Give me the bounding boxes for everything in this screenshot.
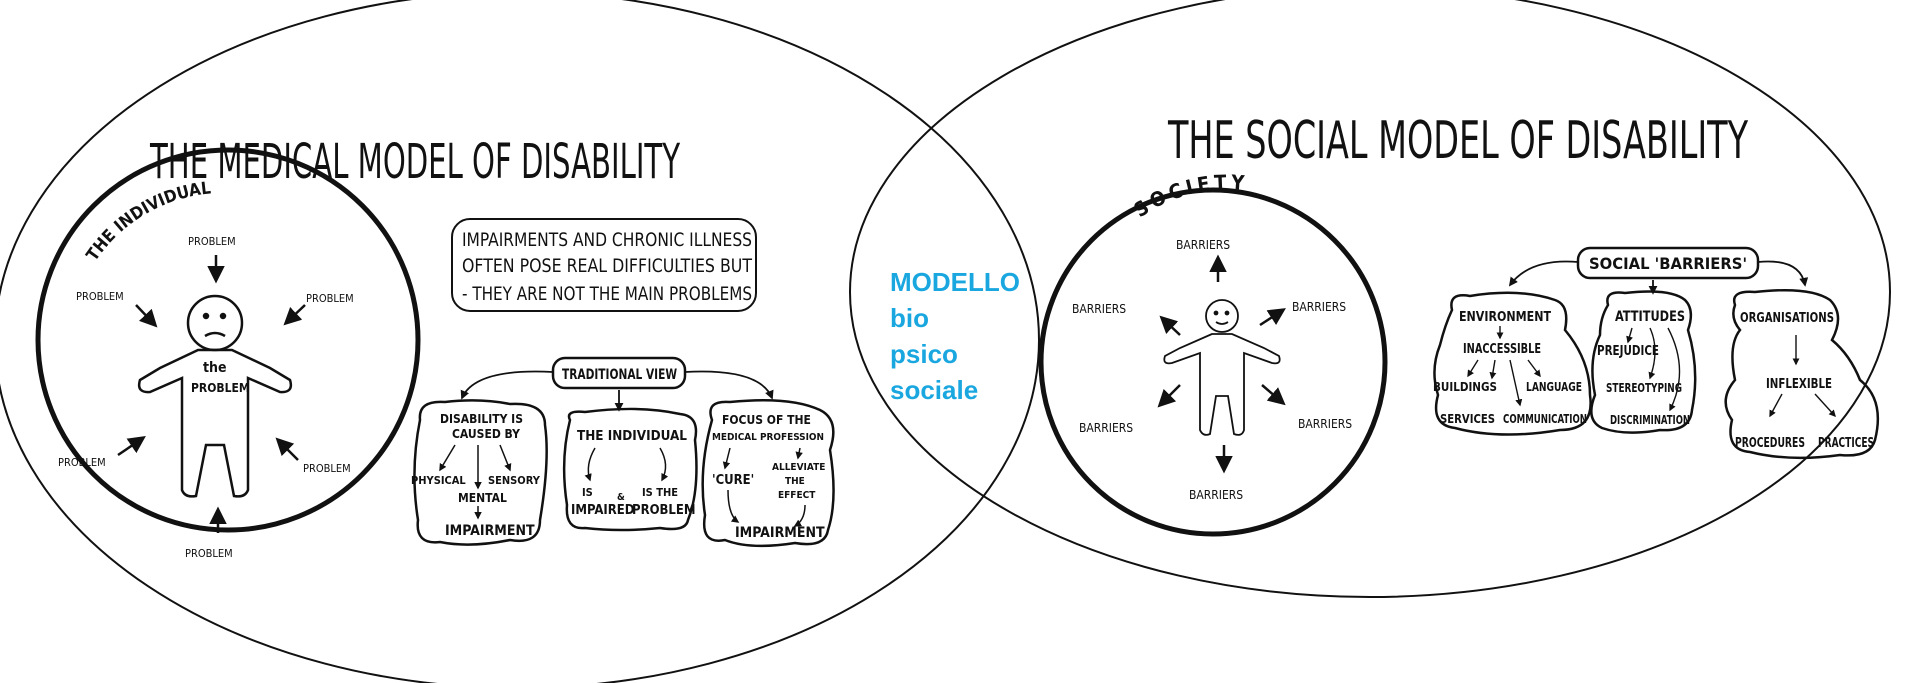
individual-box-amp: & [617, 492, 625, 503]
attitudes-box-text: ATTITUDES PREJUDICE STEREOTYPING DISCRIM… [1597, 309, 1690, 427]
figure-text-problem: PROBLEM [191, 381, 250, 395]
cause-title-1: DISABILITY IS [440, 412, 523, 426]
society-person-figure [1163, 299, 1281, 436]
barrier-label-bottom: BARRIERS [1189, 488, 1243, 502]
problem-label-top-left: PROBLEM [76, 290, 124, 303]
overlap-line-sociale: sociale [890, 375, 979, 405]
focus-right-1: ALLEVIATE [772, 462, 825, 473]
social-barriers-box [1576, 246, 1760, 280]
focus-box [701, 398, 835, 548]
organisations-item-procedures: PROCEDURES [1735, 436, 1805, 451]
traditional-view-label: TRADITIONAL VIEW [562, 367, 677, 383]
individual-box-text: THE INDIVIDUAL IS IMPAIRED & IS THE PROB… [571, 429, 696, 518]
overlap-line-psico: psico [890, 339, 958, 369]
focus-right-2: THE [785, 476, 805, 487]
society-circle [1038, 187, 1388, 537]
attitudes-box [1590, 290, 1697, 434]
attitudes-item-discrimination: DISCRIMINATION [1610, 413, 1690, 427]
environment-item-services: SERVICES [1440, 412, 1495, 426]
environment-sub: INACCESSIBLE [1463, 342, 1541, 357]
note-text: IMPAIRMENTS AND CHRONIC ILLNESS OFTEN PO… [462, 229, 753, 305]
person-figure [137, 294, 293, 498]
organisations-arrows [1769, 335, 1836, 418]
individual-box-left-2: IMPAIRED [571, 503, 635, 518]
cause-result: IMPAIRMENT [445, 523, 535, 539]
organisations-title: ORGANISATIONS [1740, 311, 1834, 326]
attitudes-title: ATTITUDES [1615, 309, 1685, 325]
attitudes-item-stereotyping: STEREOTYPING [1606, 381, 1682, 395]
traditional-view-box [551, 356, 687, 390]
cause-item-sensory: SENSORY [488, 474, 541, 487]
note-line-2: OFTEN POSE REAL DIFFICULTIES BUT [462, 255, 753, 277]
barrier-label-top: BARRIERS [1176, 238, 1230, 252]
focus-left: 'CURE' [712, 473, 754, 488]
medical-title: THE MEDICAL MODEL OF DISABILITY [149, 134, 680, 190]
barrier-arrows [1157, 254, 1286, 474]
organisations-box-text: ORGANISATIONS INFLEXIBLE PROCEDURES PRAC… [1735, 311, 1874, 451]
social-title: THE SOCIAL MODEL OF DISABILITY [1167, 111, 1748, 171]
individual-circle-label: THE INDIVIDUAL [83, 178, 212, 265]
cause-box [413, 399, 548, 546]
environment-arrows [1467, 326, 1541, 407]
environment-item-communication: COMMUNICATION [1503, 412, 1587, 426]
figure-text-the: the [203, 360, 227, 376]
focus-right-3: EFFECT [778, 490, 816, 501]
medical-model-ellipse [0, 0, 1040, 683]
attitudes-arrows [1626, 327, 1681, 412]
focus-box-arrows [722, 447, 806, 527]
focus-title-1: FOCUS OF THE [722, 413, 811, 427]
individual-box-right-1: IS THE [642, 486, 678, 499]
barrier-labels: BARRIERS BARRIERS BARRIERS BARRIERS BARR… [1072, 238, 1352, 502]
problem-label-bottom-right: PROBLEM [303, 462, 351, 475]
social-barriers-label: SOCIAL 'BARRIERS' [1589, 254, 1747, 273]
social-model-ellipse [849, 0, 1891, 598]
barrier-label-bottom-left: BARRIERS [1079, 421, 1133, 435]
individual-box-arrows [584, 447, 669, 482]
environment-title: ENVIRONMENT [1459, 310, 1551, 325]
environment-box-text: ENVIRONMENT INACCESSIBLE BUILDINGS LANGU… [1433, 310, 1587, 426]
note-box [451, 218, 757, 312]
organisations-sub: INFLEXIBLE [1766, 377, 1832, 392]
focus-title-2: MEDICAL PROFESSION [712, 432, 824, 443]
environment-box [1433, 291, 1592, 436]
individual-box-left-1: IS [582, 486, 593, 499]
overlap-line-modello: MODELLO [890, 267, 1020, 297]
problem-label-top: PROBLEM [188, 235, 236, 248]
individual-box-right-2: PROBLEM [632, 503, 696, 518]
problem-label-bottom-left: PROBLEM [58, 456, 106, 469]
cause-item-mental: MENTAL [458, 491, 507, 505]
traditional-view-arrows [460, 370, 774, 412]
note-line-1: IMPAIRMENTS AND CHRONIC ILLNESS [462, 229, 752, 251]
note-line-3: - THEY ARE NOT THE MAIN PROBLEMS [462, 283, 752, 305]
environment-item-language: LANGUAGE [1526, 380, 1582, 394]
individual-box [562, 407, 698, 532]
cause-box-text: DISABILITY IS CAUSED BY PHYSICAL MENTAL … [411, 412, 541, 539]
barrier-label-left: BARRIERS [1072, 302, 1126, 316]
environment-item-buildings: BUILDINGS [1433, 380, 1497, 394]
individual-circle [35, 147, 421, 533]
society-circle-label: SOCIETY [1129, 170, 1249, 222]
barrier-label-bottom-right: BARRIERS [1298, 417, 1352, 431]
cause-title-2: CAUSED BY [452, 427, 520, 441]
overlap-line-bio: bio [890, 303, 929, 333]
problem-label-bottom: PROBLEM [185, 547, 233, 560]
problem-labels: PROBLEM PROBLEM PROBLEM PROBLEM PROBLEM … [58, 235, 354, 560]
individual-box-title: THE INDIVIDUAL [577, 429, 688, 444]
focus-box-text: FOCUS OF THE MEDICAL PROFESSION 'CURE' A… [712, 413, 825, 541]
barrier-label-right: BARRIERS [1292, 300, 1346, 314]
focus-result: IMPAIRMENT [735, 525, 825, 541]
problem-label-top-right: PROBLEM [306, 292, 354, 305]
organisations-box [1724, 288, 1880, 460]
problem-arrows [117, 255, 306, 533]
overlap-label: MODELLO bio psico sociale [890, 264, 1020, 408]
cause-item-physical: PHYSICAL [411, 474, 466, 487]
cause-box-arrows [439, 444, 512, 520]
attitudes-item-prejudice: PREJUDICE [1597, 344, 1659, 359]
organisations-item-practices: PRACTICES [1818, 436, 1874, 451]
